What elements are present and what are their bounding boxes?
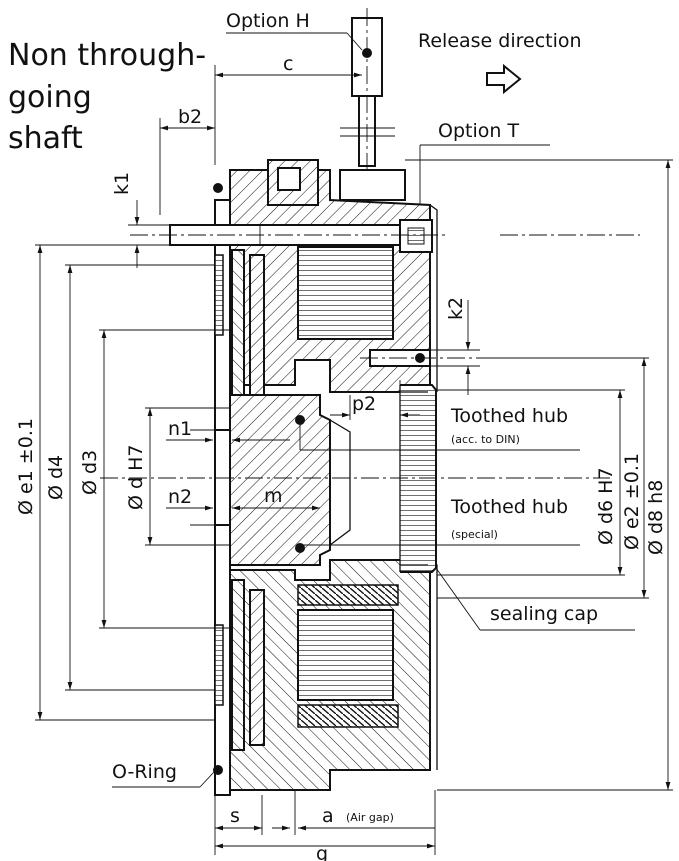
dim-k1: k1 <box>111 172 133 195</box>
dim-n2: n2 <box>168 486 192 508</box>
dim-a: a <box>322 805 334 827</box>
dim-c: c <box>283 53 293 75</box>
dim-s: s <box>230 805 240 827</box>
dim-n1: n1 <box>168 418 192 440</box>
dim-d3: Ø d3 <box>79 450 101 495</box>
title-line-2: going <box>8 80 92 115</box>
o-ring-bottom <box>213 765 223 775</box>
toothed-hub-din-label: Toothed hub <box>450 405 568 427</box>
toothed-hub-din-note: (acc. to DIN) <box>451 433 520 446</box>
dim-d: Ø d H7 <box>125 445 147 510</box>
option-t-label: Option T <box>438 120 519 142</box>
dim-b2: b2 <box>178 106 202 128</box>
release-direction-label: Release direction <box>418 30 582 52</box>
dim-a-note: (Air gap) <box>346 811 394 824</box>
o-ring-top <box>213 183 223 193</box>
option-t-pin <box>360 349 480 367</box>
option-h-label: Option H <box>226 10 310 32</box>
brake-housing <box>214 159 438 796</box>
dim-m: m <box>264 485 283 507</box>
o-ring-label: O-Ring <box>112 761 177 783</box>
dim-d4: Ø d4 <box>45 455 67 500</box>
title-line-1: Non through- <box>8 38 206 73</box>
toothed-hub <box>190 394 351 566</box>
sealing-cap-label: sealing cap <box>490 603 598 625</box>
dim-g: g <box>316 843 328 861</box>
sealing-cap <box>399 384 437 573</box>
dim-e2: Ø e2 ±0.1 <box>621 453 643 550</box>
dim-d6: Ø d6 H7 <box>595 467 617 545</box>
drawing-title: Non through- going shaft <box>8 38 206 156</box>
option-h-lever <box>340 8 395 200</box>
toothed-hub-special-label: Toothed hub <box>450 496 568 518</box>
fixing-bolt <box>130 219 445 253</box>
dim-k2: k2 <box>445 297 467 320</box>
release-arrow-icon <box>486 63 522 95</box>
toothed-hub-special-note: (special) <box>451 528 498 541</box>
dim-p2: p2 <box>352 393 376 415</box>
dim-e1: Ø e1 ±0.1 <box>15 418 37 515</box>
dim-d8: Ø d8 h8 <box>645 480 667 555</box>
title-line-3: shaft <box>8 121 83 156</box>
